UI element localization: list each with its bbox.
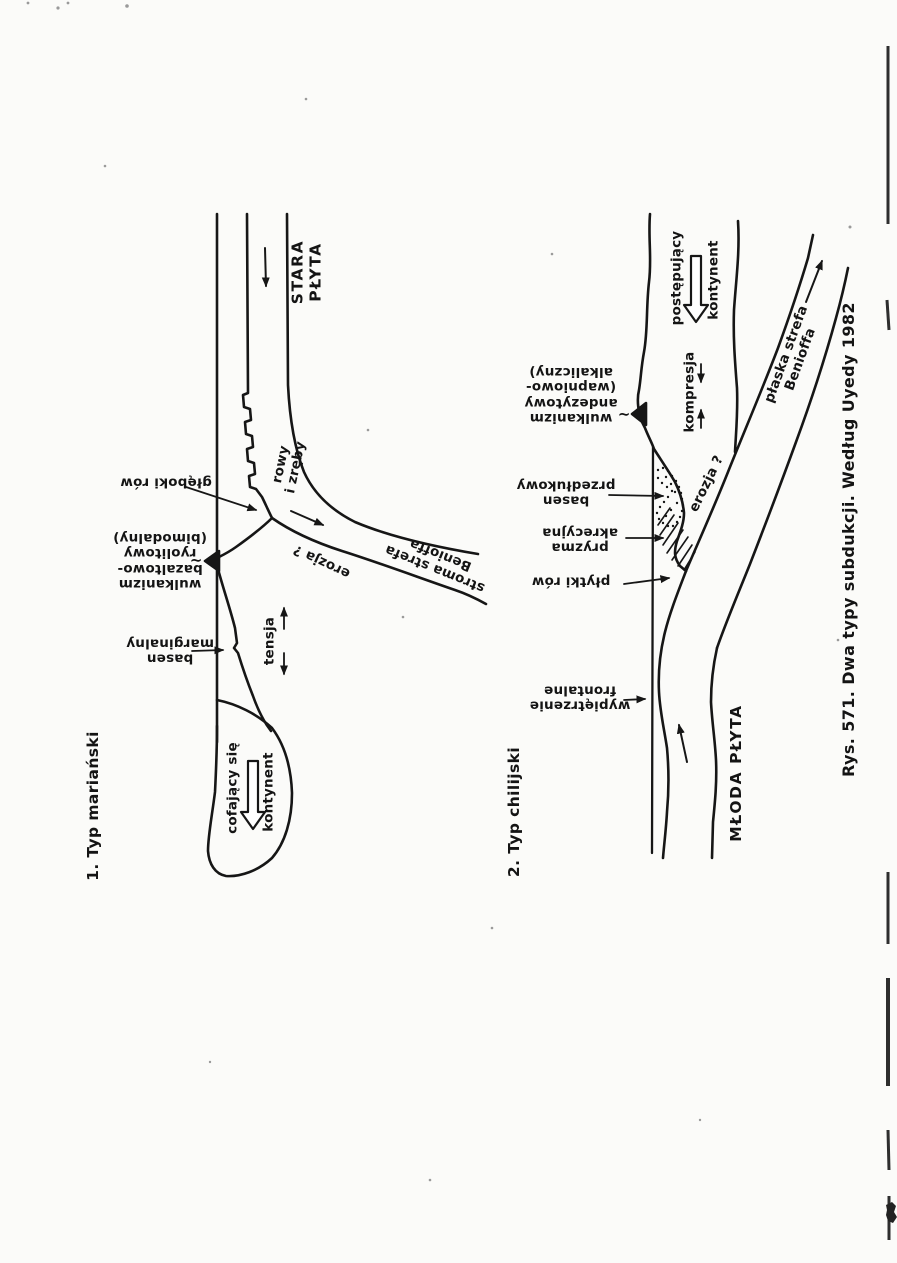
p2-volcano-squiggle: ~ — [617, 405, 631, 424]
scan-artifacts — [26, 1, 897, 1240]
p2-volcano-icon — [630, 401, 648, 427]
p2-basin-leader-arrow — [608, 491, 665, 500]
p2-continent-advance-arrow — [682, 254, 710, 324]
p2-continent-motion-label: postępujący — [668, 230, 685, 326]
p1-plate-label: STARA PŁYTA — [288, 239, 324, 305]
p2-trench-label: płytki rów — [531, 573, 611, 590]
p1-basin-line — [216, 567, 273, 733]
p2-slab-top-line — [684, 233, 815, 573]
panel1-title: 1. Typ mariański — [84, 731, 103, 881]
p2-slab-motion-arrow — [805, 259, 823, 303]
p1-trench-leader-arrow — [185, 486, 258, 512]
p2-plate-motion-arrow — [676, 723, 688, 763]
p1-arc-flank-line — [217, 516, 274, 559]
p2-plate-label: MŁODA PŁYTA — [727, 704, 746, 842]
panel1-arrows — [185, 247, 325, 831]
p2-compression-label: kompresja — [681, 351, 698, 433]
p1-volcano-icon — [203, 549, 221, 573]
p2-continent-label: kontynent — [705, 240, 722, 320]
p1-slab-motion-arrow — [290, 510, 325, 526]
p1-trench-label: głęboki rów — [120, 474, 212, 491]
p2-sea-level-line — [650, 445, 655, 855]
p2-accretionary-prism-label: pryzma akrecyjna — [542, 524, 618, 556]
p2-slab-bottom-line — [715, 266, 850, 650]
p2-ocean-plate-top-line — [657, 569, 688, 860]
p1-continent-motion-label: cofający się — [224, 742, 241, 834]
p1-continent-outline — [206, 698, 294, 878]
p1-slab-top-line — [270, 516, 488, 606]
p2-frontal-uplift-label: wypiętrzenie frontalne — [529, 682, 631, 714]
p1-plate-top-line — [241, 212, 274, 520]
p2-prism-hatching — [657, 507, 696, 571]
p1-plate-bottom-line — [285, 212, 480, 556]
p1-basin-leader-arrow — [191, 646, 225, 655]
p2-basin-dots — [655, 466, 685, 528]
p2-forearc-basin-label: basen przedłukowy — [516, 477, 616, 509]
p1-marginal-basin-label: basen marginalny — [126, 635, 214, 667]
p2-trench-leader-arrow — [623, 575, 671, 585]
panel2-structures — [630, 212, 850, 860]
panel2-arrows — [608, 254, 823, 763]
p2-volcanism-label: wulkanizm andezytowy (wapniowo- alkalicz… — [524, 363, 618, 426]
p2-continent-surface-line — [636, 212, 688, 573]
p2-continent-base-line — [732, 219, 740, 454]
panel2-title: 2. Typ chilijski — [505, 746, 524, 878]
p1-continent-retreat-arrow — [239, 759, 267, 831]
p2-ocean-plate-bottom-line — [709, 646, 719, 860]
p1-volcano-squiggle: ~ — [189, 551, 203, 570]
scan-blob — [886, 1202, 897, 1223]
p2-uplift-leader-arrow — [623, 695, 647, 704]
p1-plate-motion-arrow — [261, 247, 270, 288]
p1-tension-label: tensja — [261, 616, 278, 666]
figure-caption: Rys. 571. Dwa typy subdukcji. Według Uye… — [838, 302, 858, 777]
p1-continent-label: kontynent — [260, 752, 277, 832]
